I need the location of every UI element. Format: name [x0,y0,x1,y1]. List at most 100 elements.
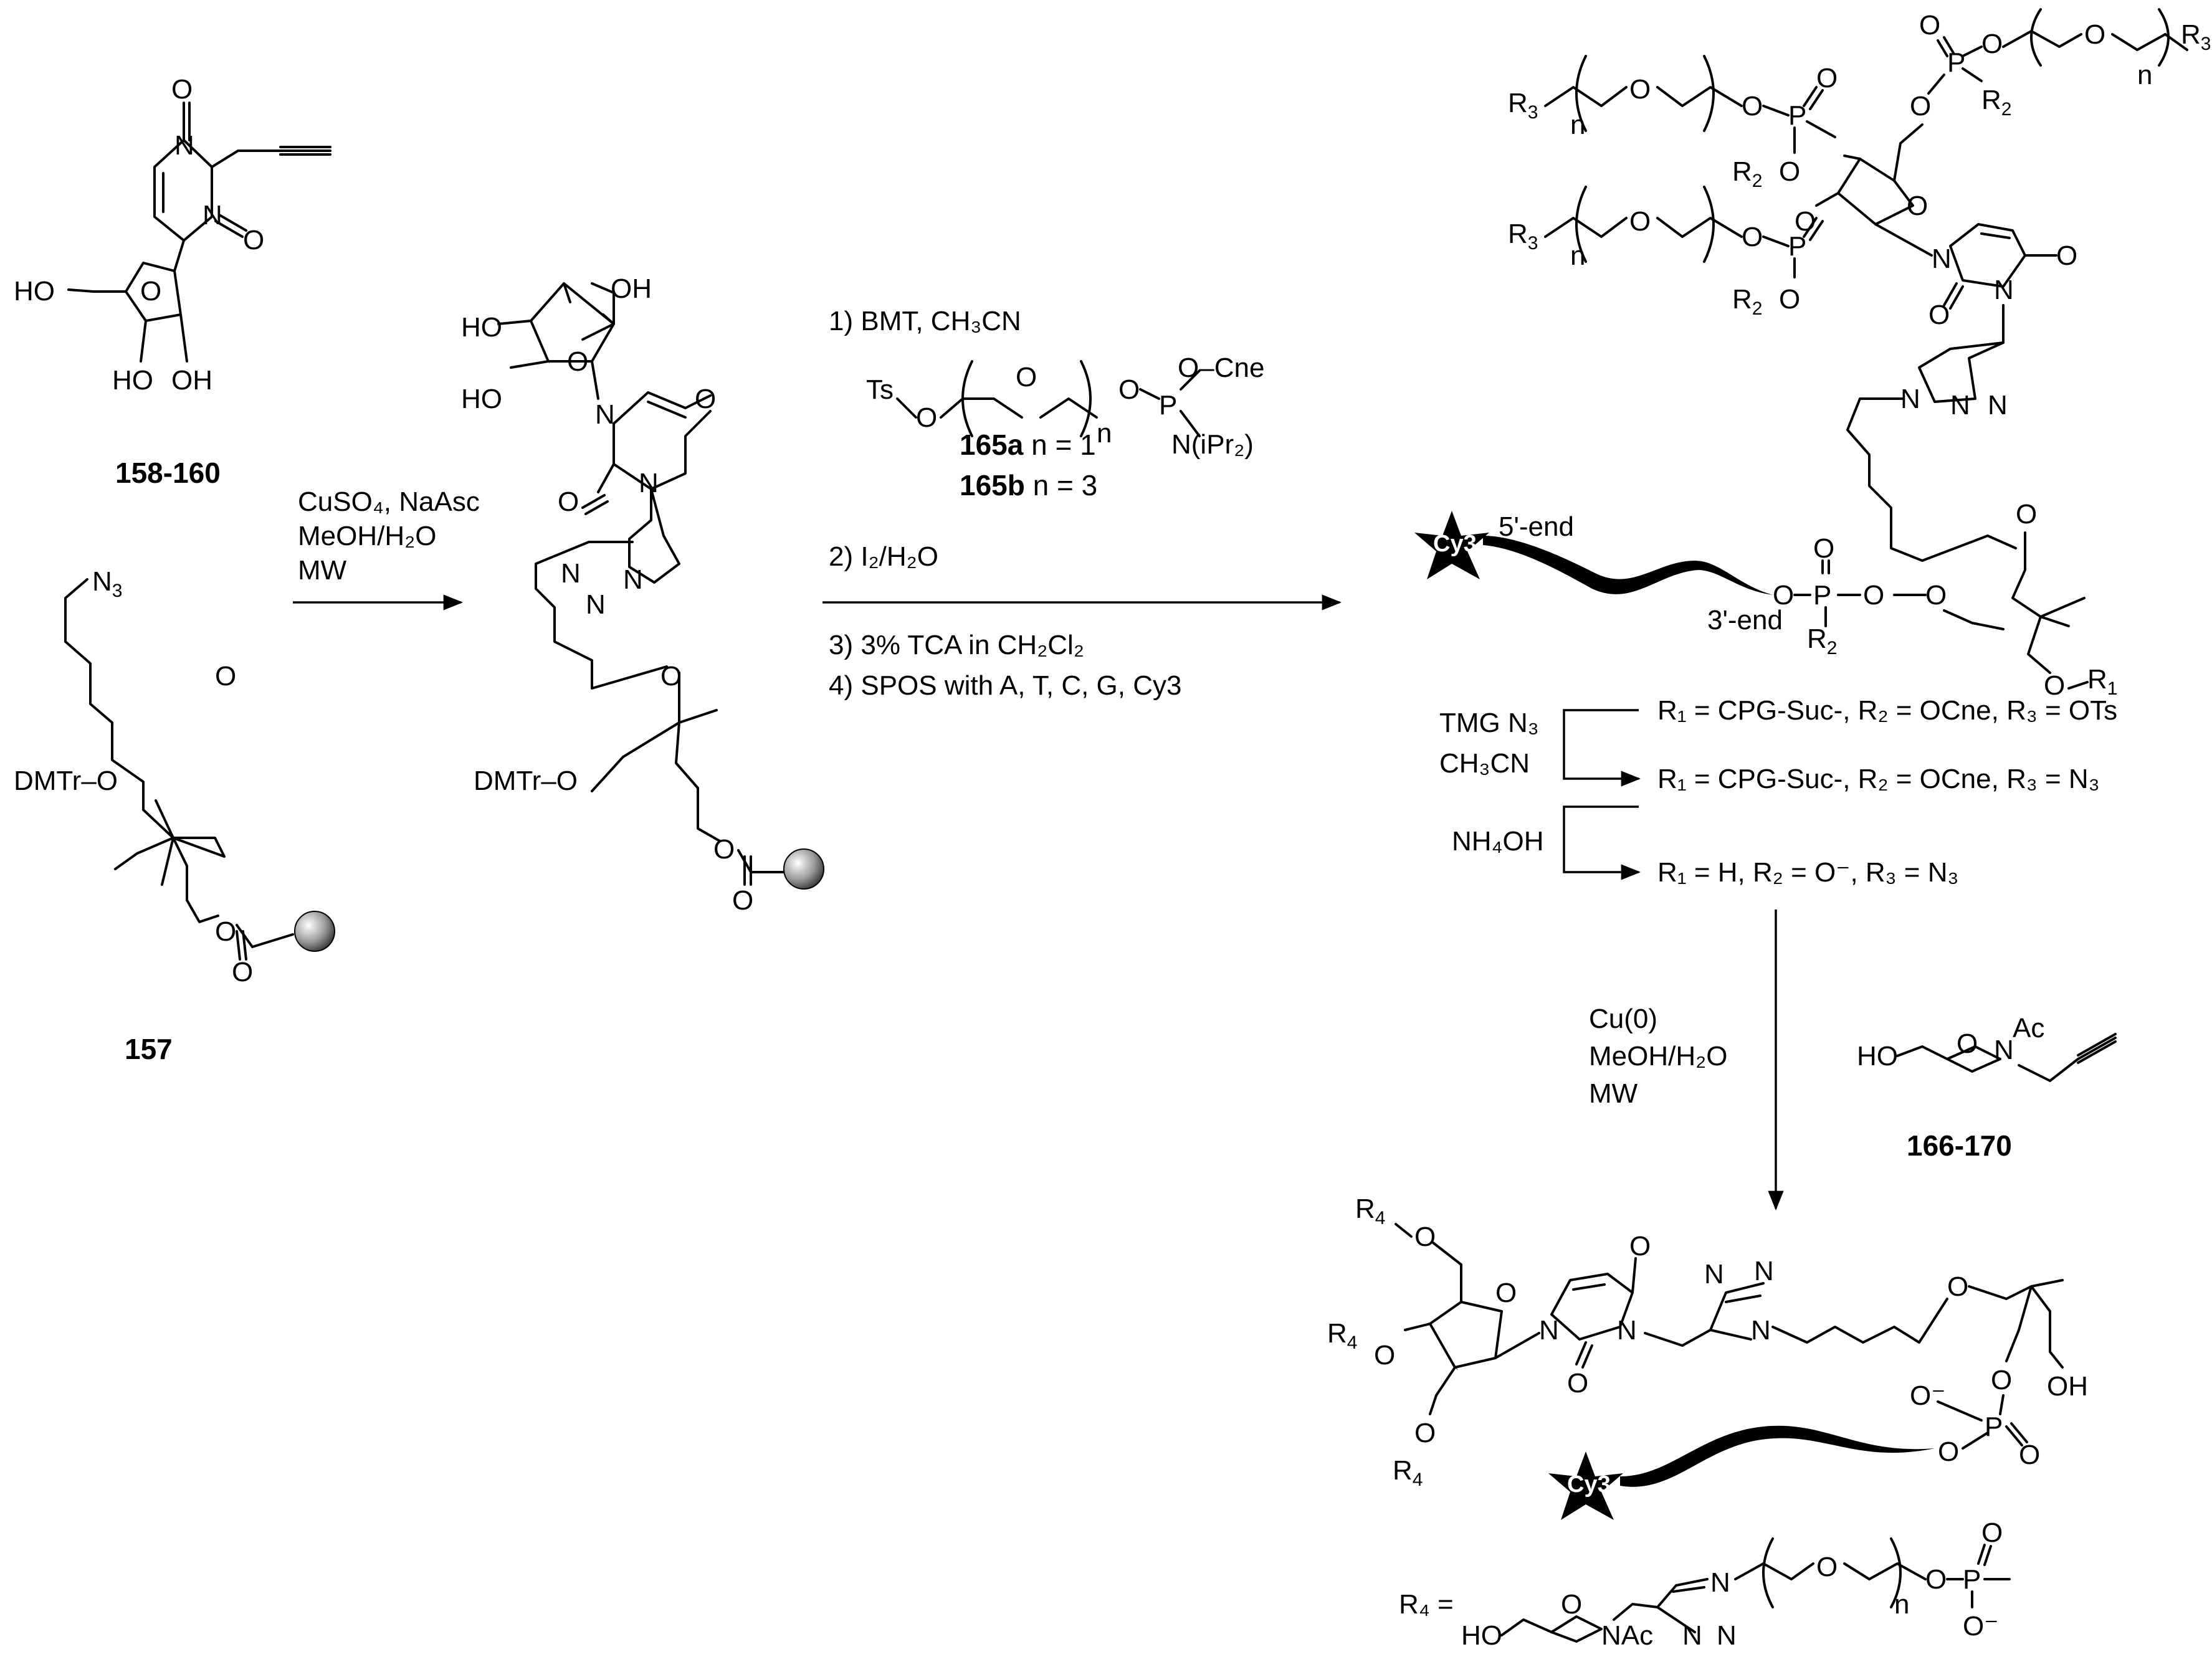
atom-o: O [1495,1278,1517,1308]
atom-o: O [1742,222,1763,252]
atom-o: O [1118,374,1140,405]
step2-line-4: 4) SPOS with A, T, C, G, Cy3 [829,670,1181,701]
atom-ho: HO [461,384,502,414]
atom-oh: OH [2047,1371,2088,1402]
compound-158-160: N O N O O HO HO OH 158-160 [14,74,331,489]
compound-label-157: 157 [125,1033,173,1065]
atom-o: O [1561,1589,1582,1620]
atom-ho: HO [14,276,55,306]
r4-group: R4 [1393,1455,1423,1490]
atom-o: O [1414,1418,1436,1448]
r3-group: R3 [1508,88,1538,123]
atom-o: O [1947,1271,1968,1302]
atom-o: O [1907,191,1928,221]
atom-o: O [243,225,264,255]
atom-o: O [732,885,753,916]
atom-n3: N3 [92,566,122,601]
step-2: 1) BMT, CH₃CN Ts O O O n P O–Cne N(iPr₂)… [822,306,1342,701]
atom-o: O [1795,206,1816,237]
atom-n: N [595,399,615,430]
compound-157: N3 O DMTr–O O O 157 [14,566,335,1065]
atom-o: O [1816,1552,1838,1582]
step-1: CuSO₄, NaAsc MeOH/H₂O MW [293,487,480,610]
atom-o: O [1816,63,1838,93]
atom-o: O [1910,91,1931,121]
r2-group: R2 [1732,284,1762,319]
oligo-strand [1483,536,1773,595]
repeat-n: n [1894,1589,1909,1620]
ts-group: Ts [866,374,894,405]
atom-n: N [1682,1620,1702,1651]
atom-n: N [1751,1315,1771,1346]
atom-o: O [713,834,735,865]
atom-ho: HO [461,312,502,343]
step3-reagent-a2: CH₃CN [1439,748,1530,779]
atom-o: O [916,402,937,433]
ac-group: Ac [2013,1013,2044,1043]
atom-o: O [1928,300,1950,330]
step1-reagent-2: MeOH/H₂O [298,521,436,551]
atom-p: P [1813,580,1831,610]
atom-n: N [1994,275,2014,305]
step2-line-1: 1) BMT, CH₃CN [829,306,1021,336]
atom-o: O [1925,1564,1947,1595]
atom-n: N [1994,1035,2014,1065]
r4-group: R4 [1327,1318,1357,1353]
atom-o: O [1773,580,1794,610]
r4-group: R4 [1355,1194,1385,1228]
final-conjugate: R4 O O R4 O O R4 N O N O N N N O OH O [1327,1194,2088,1520]
atom-o: O [1938,1437,1959,1467]
cy3-label: Cy3 [1567,1471,1611,1498]
atom-o: O [1567,1368,1588,1399]
atom-o: O [567,346,588,377]
atom-o: O [1779,156,1800,187]
atom-o: O [140,276,161,306]
atom-o: O [171,74,193,105]
atom-n: N [1704,1259,1724,1289]
three-prime-end: 3'-end [1707,605,1783,635]
repeat-n: n [1570,110,1585,140]
atom-o: O [1779,284,1800,315]
step3-result-1: R₁ = CPG-Suc-, R₂ = OCne, R₃ = OTs [1657,695,2117,726]
atom-p: P [1947,47,1965,78]
atom-n: N [203,200,222,230]
dmtr-o: DMTr–O [14,766,118,796]
compound-label-166-170: 166-170 [1907,1129,2012,1162]
atom-o: O [232,957,253,987]
atom-o: O [1813,533,1834,564]
atom-o-minus: O⁻ [1963,1611,1998,1641]
step-3: TMG N₃ CH₃CN R₁ = CPG-Suc-, R₂ = OCne, R… [1439,695,2117,888]
atom-n: N [1717,1620,1737,1651]
r1-group: R1 [2087,664,2117,699]
atom-o: O [1981,29,2003,59]
atom-n: N [561,558,581,589]
nac-group: NAc [1601,1620,1653,1651]
atom-o: O [2044,670,2065,701]
step3-reagent-a1: TMG N₃ [1439,708,1539,738]
atom-n: N [1710,1567,1730,1598]
atom-o: O [215,661,236,691]
step4-line-1: Cu(0) [1589,1004,1657,1034]
atom-o: O [1016,362,1037,392]
atom-n: N [1539,1315,1559,1346]
atom-o: O [1863,580,1884,610]
atom-o: O [1742,91,1763,121]
r4-definition: R₄ = HO O NAc N N N O n O P O O⁻ [1399,1517,2011,1651]
r3-group: R3 [1508,219,1538,254]
atom-n: N [174,130,194,161]
atom-o: O [2084,19,2105,50]
r2-group: R2 [1981,85,2011,120]
ocne-group: O–Cne [1178,353,1264,383]
atom-n: N [1754,1256,1774,1286]
compound-165a: 165a n = 1 [960,429,1096,461]
repeat-n: n [1570,240,1585,271]
cy3-star [1414,511,1489,579]
atom-o: O [1957,1028,1978,1059]
atom-o: O [1629,1231,1651,1261]
atom-n: N [623,564,643,595]
step4-line-2: MeOH/H₂O [1589,1041,1727,1071]
atom-o: O [1374,1340,1395,1370]
cy3-star [1548,1451,1623,1520]
atom-o: O [1629,74,1651,105]
